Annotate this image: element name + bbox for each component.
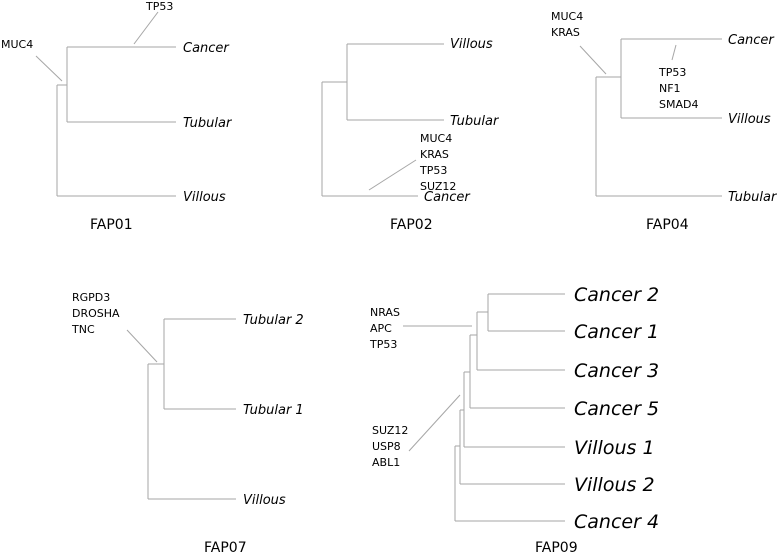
mutation-label: MUC4: [1, 38, 33, 51]
leaf-label: Cancer 5: [574, 398, 659, 420]
leaf-label: Cancer: [728, 33, 775, 48]
leaf-label: Cancer: [424, 190, 471, 205]
leaf-label: Villous 2: [574, 474, 655, 496]
mutation-label: TNC: [71, 323, 95, 336]
tree-fap04: MUC4 KRAS TP53 NF1 SMAD4 Cancer Villous …: [551, 10, 778, 233]
mutation-label: MUC4: [420, 132, 452, 145]
mutation-label: TP53: [658, 66, 686, 79]
tree-title: FAP02: [390, 217, 433, 233]
leaf-label: Villous: [243, 493, 286, 508]
tree-title: FAP09: [535, 540, 578, 555]
tree-fap07: RGPD3 DROSHA TNC Tubular 2 Tubular 1 Vil…: [71, 291, 304, 555]
mutation-label: KRAS: [420, 148, 449, 161]
tree-title: FAP07: [204, 540, 247, 555]
leaf-label: Villous: [450, 37, 493, 52]
leaf-label: Tubular: [183, 116, 233, 131]
tree-fap01: TP53 MUC4 Cancer Tubular Villous FAP01: [1, 0, 233, 233]
mutation-label: APC: [370, 322, 392, 335]
leaf-label: Cancer 4: [574, 511, 659, 533]
tree-title: FAP04: [646, 217, 689, 233]
mutation-label: USP8: [372, 440, 401, 453]
leaf-label: Villous 1: [574, 437, 655, 459]
mutation-label: TP53: [145, 0, 173, 13]
mutation-label: TP53: [369, 338, 397, 351]
mutation-label: KRAS: [551, 26, 580, 39]
tree-fap09: NRAS APC TP53 SUZ12 USP8 ABL1 Cancer 2 C…: [369, 284, 659, 555]
mutation-label: RGPD3: [72, 291, 110, 304]
mutation-label: NRAS: [370, 306, 400, 319]
mutation-label: MUC4: [551, 10, 583, 23]
mutation-label: DROSHA: [72, 307, 120, 320]
mutation-label: SMAD4: [659, 98, 698, 111]
tree-title: FAP01: [90, 217, 133, 233]
mutation-label: NF1: [659, 82, 681, 95]
leaf-label: Cancer 1: [574, 321, 659, 343]
leaf-label: Cancer 2: [574, 284, 659, 306]
mutation-label: SUZ12: [420, 180, 456, 193]
leaf-label: Cancer: [183, 41, 230, 56]
leaf-label: Tubular: [728, 190, 778, 205]
leaf-label: Tubular: [450, 114, 500, 129]
tree-fap02: MUC4 KRAS TP53 SUZ12 Villous Tubular Can…: [321, 37, 500, 233]
mutation-label: TP53: [419, 164, 447, 177]
leaf-label: Villous: [183, 190, 226, 205]
mutation-label: ABL1: [372, 456, 400, 469]
leaf-label: Cancer 3: [574, 360, 659, 382]
mutation-label: SUZ12: [372, 424, 408, 437]
leaf-label: Tubular 2: [243, 313, 304, 328]
leaf-label: Villous: [728, 112, 771, 127]
leaf-label: Tubular 1: [243, 403, 304, 418]
